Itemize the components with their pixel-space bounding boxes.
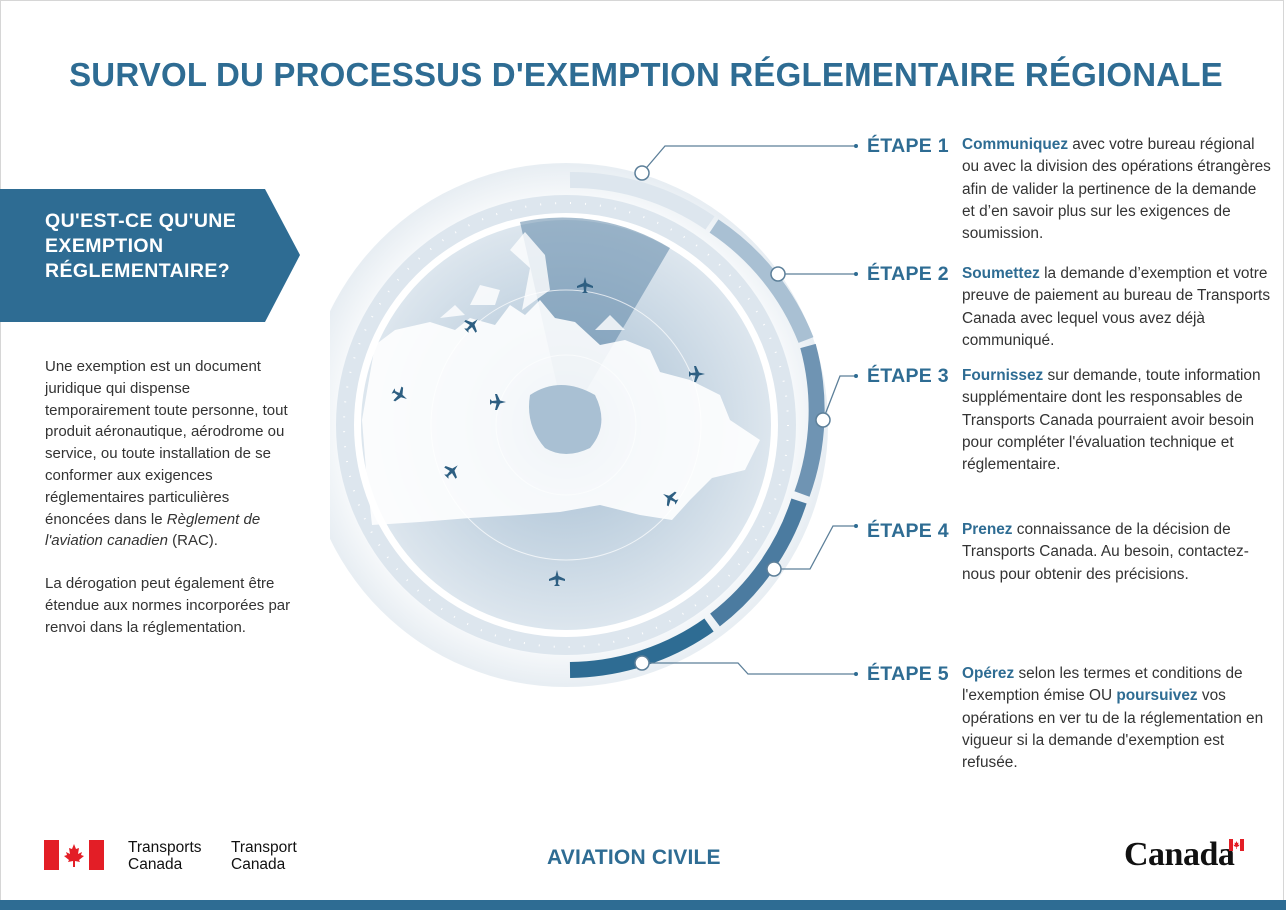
step-2-description: la demande d’exemption et votre preuve d…	[962, 265, 1271, 349]
plane-icon	[663, 491, 679, 507]
step-1-text: Communiquez avec votre bureau régional o…	[962, 134, 1272, 245]
arctic-islands	[440, 285, 625, 330]
step-1-marker	[634, 165, 650, 181]
banner-line-2: EXEMPTION	[45, 235, 164, 257]
banner-heading: QU'EST-CE QU'UNE EXEMPTION RÉGLEMENTAIRE…	[45, 209, 275, 284]
dept-fr-line-1: Transport	[231, 839, 297, 856]
step-3-text: Fournissez sur demande, toute informatio…	[962, 365, 1272, 476]
page-title: SURVOL DU PROCESSUS D'EXEMPTION RÉGLEMEN…	[69, 56, 1223, 93]
connector-dot-5	[854, 672, 858, 676]
connector-dot-3	[854, 374, 858, 378]
banner-line-1: QU'EST-CE QU'UNE	[45, 210, 237, 232]
connector-step-4	[774, 525, 856, 570]
step-4-verb: Prenez	[962, 521, 1013, 538]
arc-step-1	[569, 171, 715, 230]
canada-wordmark: Canada	[1124, 836, 1235, 873]
arctic-island	[510, 232, 550, 310]
definition-p1-before: Une exemption est un document juridique …	[45, 358, 288, 528]
step-2-text: Soumettez la demande d’exemption et votr…	[962, 263, 1272, 352]
footer-program-name: AVIATION CIVILE	[547, 846, 721, 869]
step-1-description: avec votre bureau régional ou avec la di…	[962, 136, 1271, 243]
department-name-en: Transports Canada	[128, 839, 202, 873]
step-5-verb-alt: poursuivez	[1116, 687, 1198, 705]
arc-step-4	[710, 498, 807, 627]
dept-en-line-1: Transports	[128, 839, 202, 856]
connector-step-1	[641, 145, 856, 174]
definition-banner: QU'EST-CE QU'UNE EXEMPTION RÉGLEMENTAIRE…	[0, 189, 300, 322]
dotted-ring	[343, 202, 789, 648]
plane-icon	[689, 366, 705, 382]
map-grid-outer	[430, 289, 702, 561]
step-5-description: selon les termes et conditions de l'exem…	[962, 665, 1243, 705]
plane-icon	[464, 319, 478, 333]
step-5-text: Opérez selon les termes et conditions de…	[962, 663, 1272, 774]
step-5-description-alt: vos opérations en ver tu de la réglement…	[962, 687, 1264, 772]
department-name-fr: Transport Canada	[231, 839, 297, 873]
step-3-verb: Fournissez	[962, 367, 1044, 384]
step-2-label: ÉTAPE 2	[867, 263, 949, 285]
connector-dot-4	[854, 524, 858, 528]
definition-paragraph-2: La dérogation peut également être étendu…	[45, 575, 291, 636]
plane-icon	[391, 386, 407, 402]
definition-p1-after: (RAC).	[167, 532, 218, 550]
maple-leaf-icon	[64, 844, 84, 867]
step-4-marker	[766, 561, 782, 577]
plane-icon	[444, 465, 458, 479]
step-5-marker	[634, 655, 650, 671]
step-4-description: connaissance de la décision de Transport…	[962, 521, 1249, 583]
step-5-verb: Opérez	[962, 665, 1015, 682]
step-1-label: ÉTAPE 1	[867, 135, 949, 157]
hudson-bay	[529, 385, 602, 454]
step-5-label: ÉTAPE 5	[867, 663, 949, 685]
process-diagram	[304, 130, 870, 715]
plane-icon	[490, 394, 506, 410]
step-3-label: ÉTAPE 3	[867, 365, 949, 387]
definition-paragraph-1: Une exemption est un document juridique …	[45, 356, 295, 552]
banner-line-3: RÉGLEMENTAIRE?	[45, 260, 231, 282]
plane-icon	[549, 570, 565, 586]
dept-en-line-2: Canada	[128, 856, 183, 873]
connector-dot-2	[854, 272, 858, 276]
wordmark-flag-icon	[1229, 839, 1244, 851]
step-1-verb: Communiquez	[962, 136, 1069, 153]
step-2-marker	[770, 266, 786, 282]
arc-step-2	[709, 219, 814, 343]
map-grid-inner	[495, 354, 637, 496]
footer-bar	[0, 900, 1286, 910]
step-2-verb: Soumettez	[962, 265, 1040, 282]
rac-title: Règlement de l'aviation canadien	[45, 510, 261, 550]
dept-fr-line-2: Canada	[231, 856, 286, 873]
connector-step-5	[642, 662, 856, 675]
step-3-marker	[815, 412, 831, 428]
definition-text: Une exemption est un document juridique …	[45, 356, 295, 660]
connector-step-3	[822, 375, 856, 421]
canada-flag-icon	[44, 840, 104, 870]
connector-dot-1	[854, 144, 858, 148]
circle-diagram	[304, 144, 858, 687]
plane-icon	[577, 277, 593, 293]
step-3-description: sur demande, toute information supplémen…	[962, 367, 1261, 474]
step-4-label: ÉTAPE 4	[867, 520, 949, 542]
banner-arrow-shape	[0, 189, 300, 322]
step-4-text: Prenez connaissance de la décision de Tr…	[962, 519, 1272, 586]
